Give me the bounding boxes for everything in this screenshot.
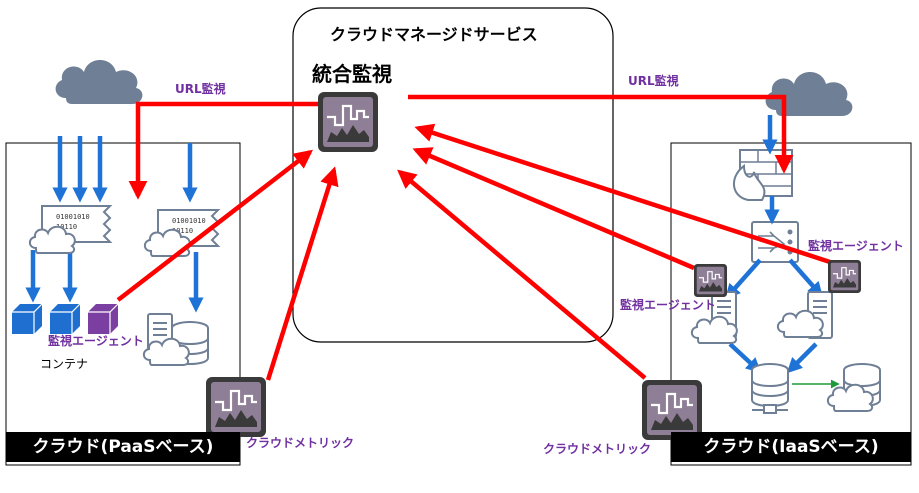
cloud-metrics-label-left: クラウドメトリック bbox=[246, 436, 355, 450]
url-monitoring-label-left: URL監視 bbox=[175, 82, 226, 96]
monitor-icon bbox=[640, 378, 704, 442]
paas-cloud-label: クラウド(PaaSベース) bbox=[6, 432, 240, 462]
data-card-text: 10110 bbox=[56, 223, 77, 231]
managed-service-box bbox=[292, 7, 614, 343]
container-cube-icon bbox=[49, 303, 81, 335]
url-monitoring-label-right: URL監視 bbox=[628, 74, 679, 88]
cloud-icon bbox=[55, 60, 143, 104]
managed-service-title: クラウドマネージドサービス bbox=[330, 25, 538, 44]
network-node-icon bbox=[751, 363, 789, 414]
data-card-text: 10110 bbox=[172, 227, 193, 235]
cloud-metrics-label-right: クラウドメトリック bbox=[543, 442, 652, 456]
integrated-monitoring-label: 統合監視 bbox=[312, 62, 392, 86]
monitor-icon bbox=[316, 90, 380, 154]
monitor-icon bbox=[693, 263, 728, 298]
monitor-icon bbox=[827, 259, 862, 294]
container-label: コンテナ bbox=[40, 357, 89, 371]
iaas-cloud-label: クラウド(IaaSベース) bbox=[671, 432, 911, 462]
container-cube-icon bbox=[11, 303, 43, 335]
agent-label-right-upper: 監視エージェント bbox=[808, 239, 904, 253]
data-card-text: 01001010 bbox=[56, 213, 90, 221]
cloud-icon bbox=[765, 72, 853, 116]
container-cube-icon bbox=[87, 303, 119, 335]
data-card-text: 01001010 bbox=[172, 217, 206, 225]
monitoring-arrows bbox=[116, 94, 831, 381]
monitor-icon bbox=[204, 375, 268, 439]
agent-label-left: 監視エージェント bbox=[48, 334, 144, 348]
iaas-blue-flows bbox=[724, 115, 824, 374]
paas-blue-flows bbox=[25, 136, 204, 313]
agent-label-right-lower: 監視エージェント bbox=[620, 298, 716, 312]
